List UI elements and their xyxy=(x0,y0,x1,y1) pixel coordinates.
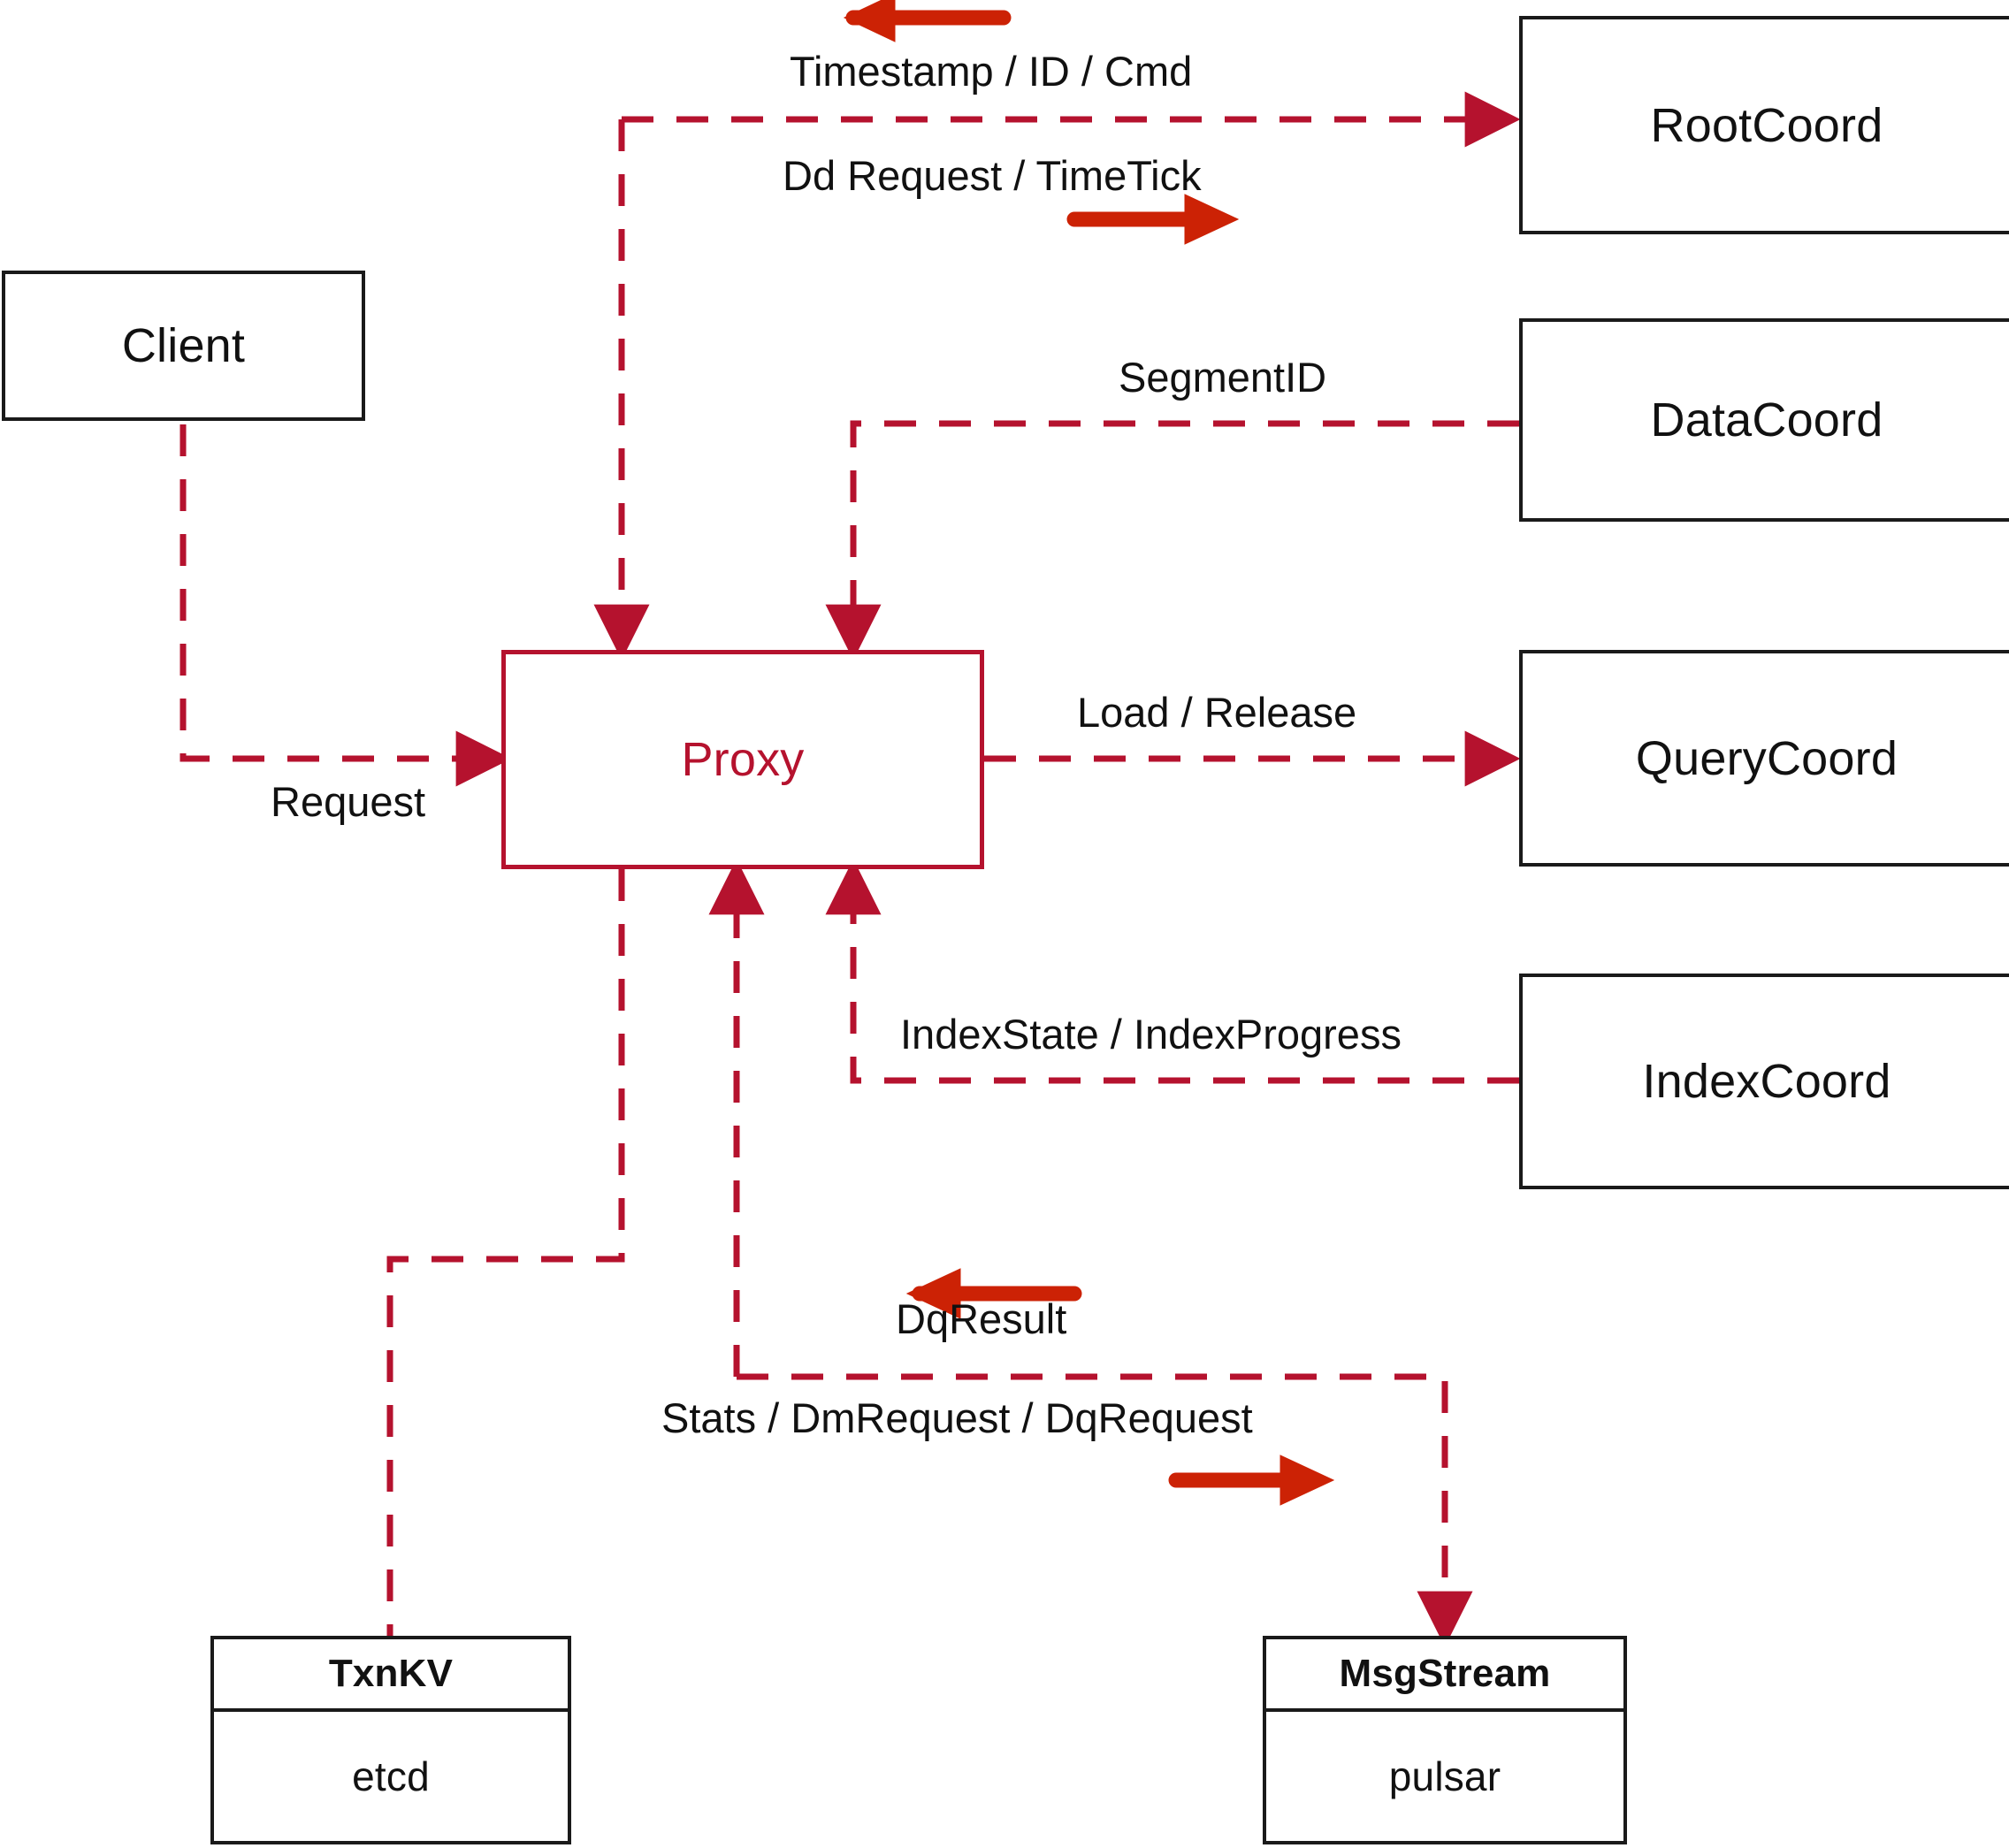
node-msgstream-header: MsgStream xyxy=(1266,1639,1623,1712)
node-txnkv-sublabel: etcd xyxy=(352,1753,430,1799)
edge-label-segment-id: SegmentID xyxy=(1119,354,1327,401)
node-txnkv-label: TxnKV xyxy=(328,1652,454,1695)
edge-label-dq-result: DqResult xyxy=(896,1295,1067,1342)
edge-client-to-proxy xyxy=(180,424,512,787)
edge-datacoord-to-proxy xyxy=(825,420,1519,661)
node-indexcoord[interactable]: IndexCoord xyxy=(1519,974,2009,1189)
node-datacoord[interactable]: DataCoord xyxy=(1519,318,2009,522)
node-querycoord[interactable]: QueryCoord xyxy=(1519,650,2009,867)
node-proxy[interactable]: Proxy xyxy=(501,650,984,869)
node-client-label: Client xyxy=(121,319,246,372)
node-msgstream-sublabel: pulsar xyxy=(1388,1753,1501,1799)
edge-proxy-to-txnkv xyxy=(386,869,625,1636)
node-datacoord-label: DataCoord xyxy=(1650,393,1883,447)
node-rootcoord[interactable]: RootCoord xyxy=(1519,16,2009,234)
node-proxy-label: Proxy xyxy=(681,733,805,786)
node-txnkv-header: TxnKV xyxy=(214,1639,568,1712)
dd-request-timetick-arrow xyxy=(1066,194,1240,245)
node-msgstream[interactable]: MsgStream pulsar xyxy=(1263,1636,1627,1844)
edge-label-timestamp-id-cmd: Timestamp / ID / Cmd xyxy=(790,48,1193,95)
timestamp-id-cmd-arrow xyxy=(843,0,1012,42)
edge-label-load-release: Load / Release xyxy=(1077,689,1357,736)
stats-dm-dq-request-arrow xyxy=(1168,1455,1335,1506)
node-querycoord-label: QueryCoord xyxy=(1635,731,1898,785)
edge-label-index-state-progress: IndexState / IndexProgress xyxy=(900,1011,1402,1058)
node-client[interactable]: Client xyxy=(2,271,365,421)
node-msgstream-label: MsgStream xyxy=(1339,1652,1551,1695)
node-rootcoord-label: RootCoord xyxy=(1650,98,1883,152)
node-txnkv[interactable]: TxnKV etcd xyxy=(210,1636,571,1844)
node-txnkv-body: etcd xyxy=(214,1712,568,1841)
node-msgstream-body: pulsar xyxy=(1266,1712,1623,1841)
node-indexcoord-label: IndexCoord xyxy=(1642,1055,1891,1108)
edge-label-dd-request-timetick: Dd Request / TimeTick xyxy=(783,152,1202,199)
edge-label-stats-dm-dq-request: Stats / DmRequest / DqRequest xyxy=(661,1394,1253,1441)
edge-label-request: Request xyxy=(271,778,426,825)
